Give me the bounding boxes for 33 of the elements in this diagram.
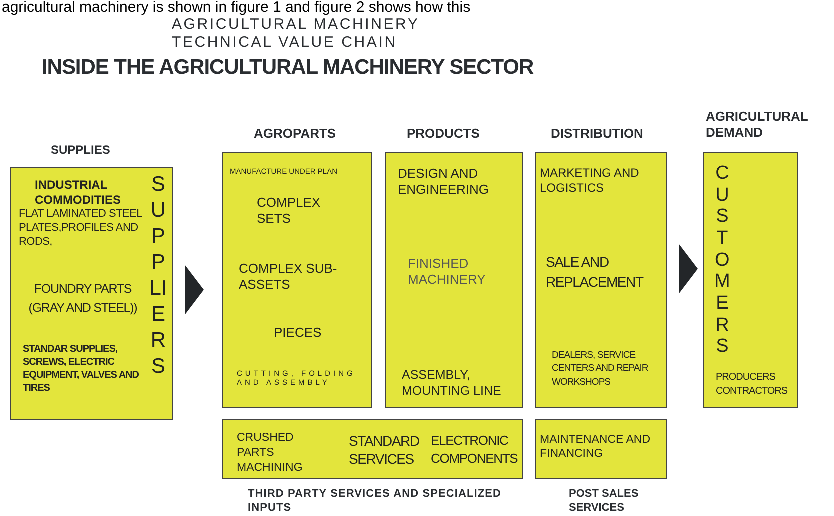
column-heading: SUPPLIES [51, 143, 112, 158]
item-text: MARKETING AND LOGISTICS [540, 166, 640, 196]
item-text: COMPLEX SUB-ASSETS [239, 261, 338, 294]
item-text: FOUNDRY PARTS (GRAY AND STEEL)) [28, 281, 138, 317]
arrow [185, 265, 204, 315]
subtitle: AGRICULTURAL MACHINERY [172, 17, 420, 32]
item-text: DEALERS, SERVICE CENTERS AND REPAIR WORKSHOPS [552, 349, 650, 389]
item-text: FINISHED MACHINERY [408, 256, 487, 288]
item-text: PRODUCERS CONTRACTORS [716, 371, 789, 399]
item-text: MAINTENANCE AND FINANCING [540, 433, 652, 462]
row-heading: THIRD PARTY SERVICES AND SPECIALIZED INPUTS [248, 488, 502, 516]
item-text: STANDARD SERVICES [349, 432, 420, 468]
subtitle: TECHNICAL VALUE CHAIN [172, 35, 398, 50]
item-text: PIECES [274, 325, 323, 342]
item-text: ELECTRONIC COMPONENTS [431, 432, 519, 468]
item-text: FLAT LAMINATED STEEL PLATES,PROFILES AND RODS, [19, 208, 144, 250]
item-text: SALE AND REPLACEMENT [546, 253, 645, 292]
column-heading: AGRICULTURAL DEMAND [706, 109, 810, 142]
row-heading: POST SALES SERVICES [569, 488, 640, 516]
vertical-label: CUSTOMERS [714, 163, 732, 358]
vertical-label: SUPPLIERS [148, 172, 168, 380]
item-text: ASSEMBLY, MOUNTING LINE [402, 368, 502, 400]
category-title: INDUSTRIAL COMMODITIES [35, 178, 122, 208]
item-text: STANDAR SUPPLIES, SCREWS, ELECTRIC EQUIPMENT, VALVES AND TIRES [23, 343, 140, 395]
item-text: DESIGN AND ENGINEERING [398, 166, 490, 198]
body-text: agricultural machinery is shown in figure 1 and figure 2 shows how this [2, 0, 471, 15]
title: INSIDE THE AGRICULTURAL MACHINERY SECTOR [42, 55, 534, 81]
arrow [679, 244, 698, 294]
item-text: CRUSHED PARTS MACHINING [237, 431, 304, 476]
column-heading: AGROPARTS [254, 126, 338, 142]
column-heading: DISTRIBUTION [551, 126, 644, 142]
item-text: COMPLEX SETS [257, 195, 322, 228]
column-heading: PRODUCTS [407, 126, 481, 142]
